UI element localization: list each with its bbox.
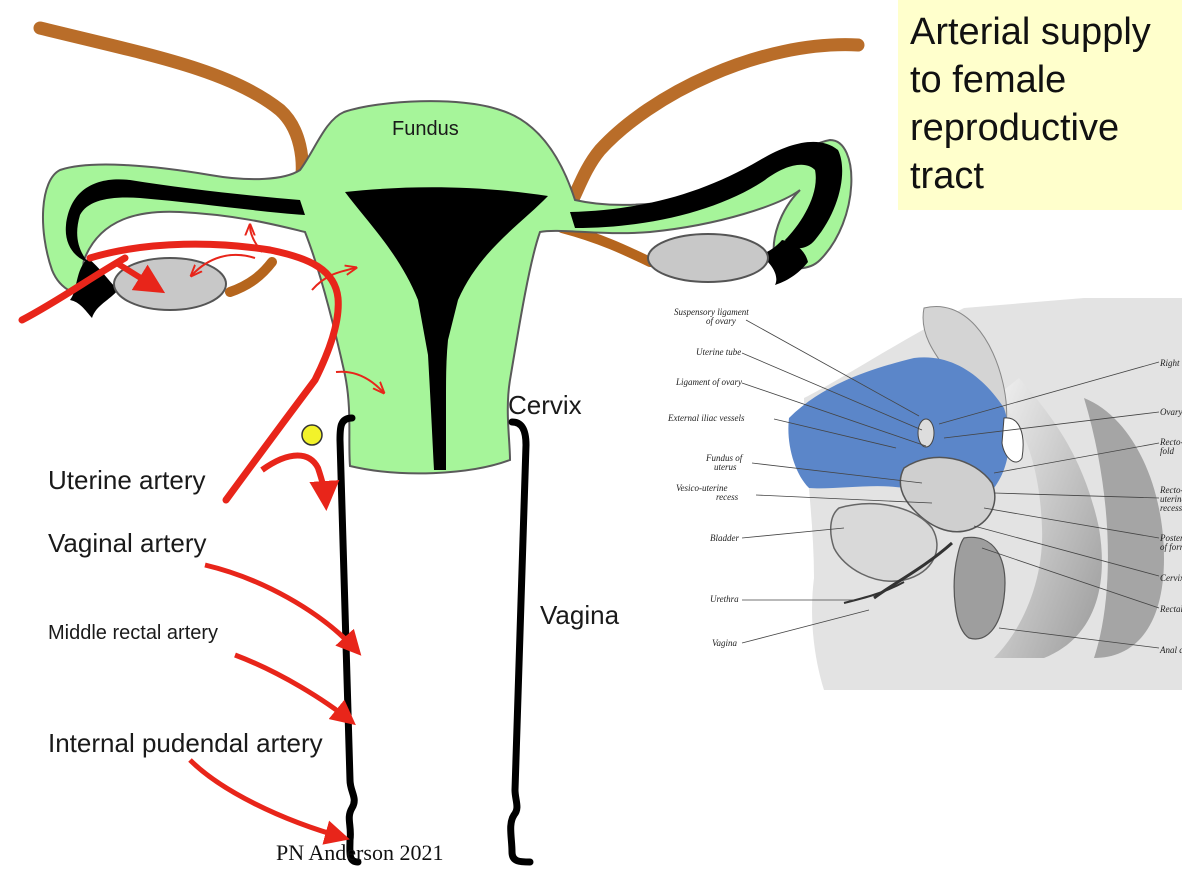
ovarian-small-arrow [192, 253, 256, 275]
inset-label-recto-uterine-2: uterine [1160, 494, 1182, 504]
inset-label-uterine-tube: Uterine tube [696, 347, 742, 357]
cervical-branch-arrow [335, 370, 383, 392]
inset-label-urethra: Urethra [710, 594, 739, 604]
slide-title: Arterial supply to female reproductive t… [910, 11, 1151, 197]
vaginal-branch-curve [260, 452, 340, 511]
right-vaginal-wall [507, 418, 534, 866]
inset-label-recto-uterine-1: Recto- [1160, 485, 1182, 495]
inset-label-fundus-1: Fundus of [706, 453, 743, 463]
inset-label-ovary: Ovary [1160, 407, 1182, 417]
inset-label-right: Right [1160, 358, 1180, 368]
label-uterine-artery: Uterine artery [48, 465, 206, 495]
cavity-lumen [345, 187, 548, 470]
inset-label-recto-fold-2: fold [1160, 446, 1175, 456]
arteries [18, 226, 383, 845]
inset-ovary [917, 418, 935, 448]
inset-label-suspensory-1: Suspensory ligament [674, 307, 749, 317]
label-fundus: Fundus [392, 118, 459, 140]
inset-buttock [1084, 398, 1164, 658]
inset-bladder [829, 503, 938, 582]
right-tube-lumen [570, 141, 843, 249]
inset-label-posterior-1: Posteri [1160, 533, 1182, 543]
ovarian-branch-arrow [113, 259, 166, 294]
inset-label-bladder: Bladder [710, 533, 739, 543]
sagittal-inset: Suspensory ligament of ovary Uterine tub… [664, 298, 1182, 690]
inset-rectum [953, 536, 1006, 640]
sagittal-inset-art [664, 298, 1182, 690]
inset-leader-lines [741, 319, 1160, 649]
uterine-lumen [65, 141, 843, 470]
inset-uterus [899, 456, 996, 533]
left-round-ligament [33, 21, 309, 197]
inset-label-cervix: Cervix [1160, 573, 1182, 583]
left-vaginal-wall [336, 414, 362, 866]
inset-label-external-iliac: External iliac vessels [668, 413, 745, 423]
uterine-artery-main [86, 240, 342, 504]
internal-pudendal-arrow [188, 758, 350, 845]
right-round-ligament [563, 38, 865, 212]
left-tube-lumen [65, 179, 305, 262]
inset-label-suspensory-2: of ovary [706, 316, 736, 326]
fimbriae [70, 240, 808, 318]
middle-rectal-arrow [234, 652, 356, 726]
label-middle-rectal-artery: Middle rectal artery [48, 622, 219, 644]
label-cervix: Cervix [508, 390, 582, 420]
inset-label-recto-fold-1: Recto- [1160, 437, 1182, 447]
credit-text: PN Anderson 2021 [276, 840, 444, 865]
inset-label-rectal: Rectal [1160, 604, 1182, 614]
label-vagina: Vagina [540, 600, 620, 630]
inset-label-posterior-2: of forni [1160, 542, 1182, 552]
label-internal-pudendal-artery: Internal pudendal artery [48, 728, 323, 758]
label-vaginal-artery: Vaginal artery [48, 528, 207, 558]
right-ovary [647, 233, 769, 283]
inset-label-anal: Anal ca [1160, 645, 1182, 655]
right-fimbriae [760, 240, 808, 285]
ureter-marker [301, 424, 323, 446]
left-fimbriae [70, 258, 118, 318]
left-ovarian-ligament [225, 257, 277, 297]
inset-pelvic-wall [994, 378, 1102, 658]
inset-label-vesico-1: Vesico-uterine [676, 483, 728, 493]
inset-label-vagina: Vagina [712, 638, 738, 648]
title-box: Arterial supply to female reproductive t… [898, 0, 1182, 210]
inset-urethra [843, 581, 905, 604]
fundal-branch-arrow [311, 268, 355, 291]
inset-label-ligament-ovary: Ligament of ovary [676, 377, 742, 387]
left-ovary [113, 257, 227, 311]
vaginal-artery-arrow [204, 562, 362, 656]
inset-label-fundus-2: uterus [714, 462, 737, 472]
inset-label-recto-uterine-3: recess [1160, 503, 1182, 513]
tubal-branch-arrow [250, 226, 263, 253]
inset-label-vesico-2: recess [716, 492, 739, 502]
vaginal-walls [336, 414, 534, 866]
